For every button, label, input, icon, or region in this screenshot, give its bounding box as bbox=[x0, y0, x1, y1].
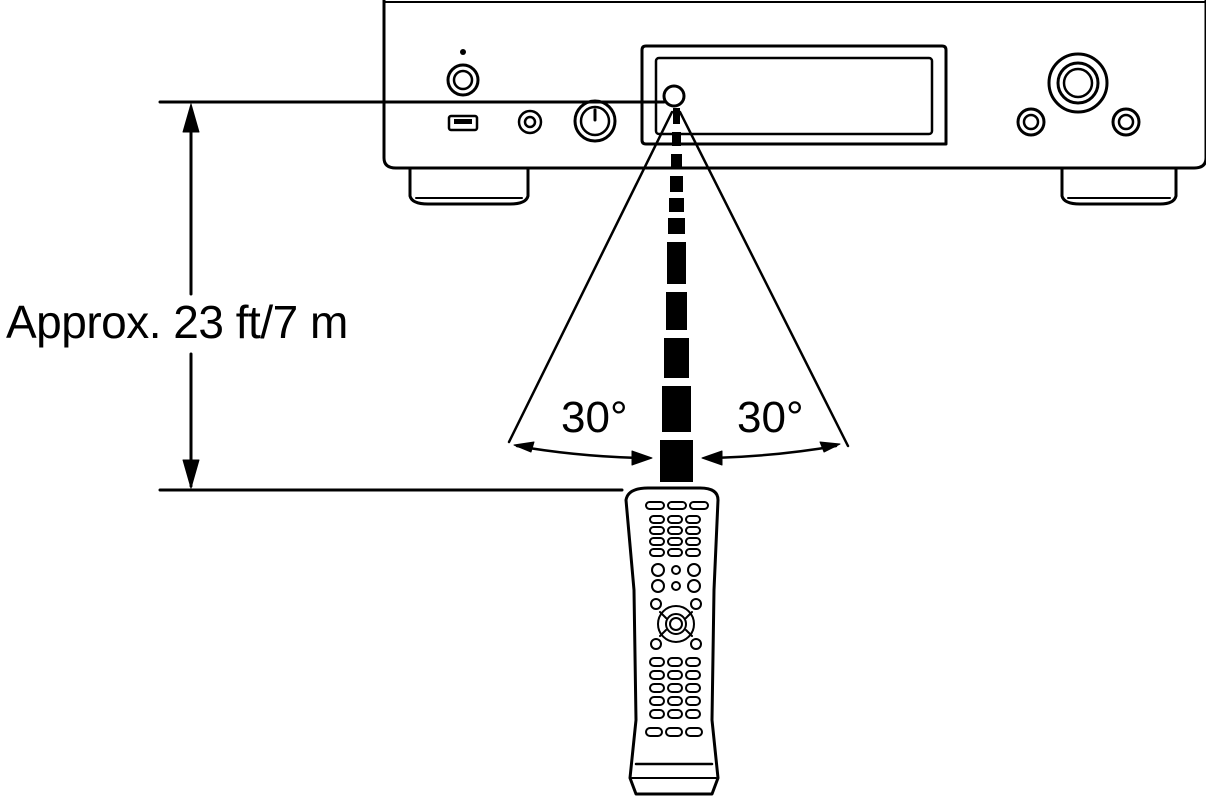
arrow-up-icon bbox=[182, 103, 200, 133]
power-led-icon bbox=[460, 49, 466, 55]
remote-control bbox=[624, 486, 720, 796]
angle-right-label: 30° bbox=[737, 393, 804, 442]
distance-dimension bbox=[158, 100, 666, 492]
audio-device bbox=[382, 0, 1206, 206]
beam-dash bbox=[664, 338, 689, 378]
cone-edge-right bbox=[678, 110, 850, 448]
beam-dash bbox=[662, 386, 691, 432]
remote-dpad bbox=[657, 605, 695, 643]
headphone-jack-icon bbox=[517, 109, 543, 135]
beam-dash bbox=[671, 154, 682, 168]
beam-dash bbox=[660, 440, 693, 482]
beam-dash bbox=[669, 198, 684, 212]
device-button-right bbox=[1111, 107, 1141, 137]
beam-dash bbox=[672, 132, 681, 146]
device-display bbox=[640, 44, 948, 146]
device-foot-left bbox=[408, 166, 530, 206]
angle-left-label: 30° bbox=[561, 393, 628, 442]
power-button bbox=[446, 63, 480, 97]
usb-port-icon bbox=[447, 114, 479, 132]
cone-edge-left bbox=[507, 110, 674, 444]
angle-arc-right bbox=[712, 444, 838, 460]
beam-dash bbox=[670, 176, 683, 192]
remote-buttons bbox=[645, 501, 709, 737]
device-button-left bbox=[1016, 107, 1046, 137]
beam-dash bbox=[666, 292, 687, 330]
angle-arc-left bbox=[515, 444, 640, 460]
signal-cone bbox=[507, 110, 850, 466]
ir-receiver-icon bbox=[662, 84, 686, 108]
volume-knob-icon bbox=[1047, 52, 1109, 114]
device-foot-right bbox=[1060, 166, 1178, 206]
ir-beam bbox=[660, 108, 693, 482]
distance-label: Approx. 23 ft/7 m bbox=[6, 296, 348, 348]
arrow-down-icon bbox=[182, 459, 200, 489]
device-body bbox=[382, 0, 1206, 170]
beam-dash bbox=[673, 108, 680, 124]
beam-dash bbox=[668, 218, 685, 234]
beam-dash bbox=[667, 242, 686, 284]
